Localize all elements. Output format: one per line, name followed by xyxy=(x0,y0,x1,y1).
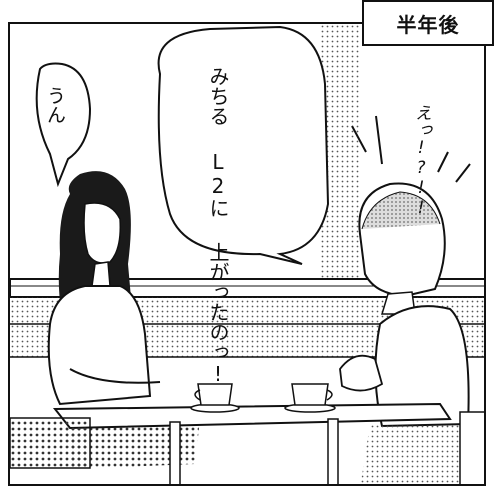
woman-short-hair xyxy=(339,182,470,484)
caption-text: 半年後 xyxy=(396,12,460,37)
sound-effect-text: えっ!?!! xyxy=(411,104,431,218)
speech-bubble-center xyxy=(157,25,330,265)
speech-line-1: みちる xyxy=(206,66,230,126)
cafe-scene-illustration xyxy=(10,24,484,484)
caption-box: 半年後 xyxy=(362,0,494,46)
coffee-cup-left xyxy=(190,383,240,413)
speech-bubble-left xyxy=(35,62,92,188)
comic-panel: うん みちる L2に 上がったのっ! えっ!?!! xyxy=(8,22,486,486)
woman-long-hair xyxy=(47,171,200,469)
speech-text-left: うん xyxy=(44,86,66,124)
speech-line-2: L2に xyxy=(206,150,230,218)
speech-text-center: みちる L2に 上がったのっ! xyxy=(205,66,231,386)
coffee-cup-right xyxy=(284,383,336,413)
speech-line-3: 上がったのっ! xyxy=(206,242,230,386)
